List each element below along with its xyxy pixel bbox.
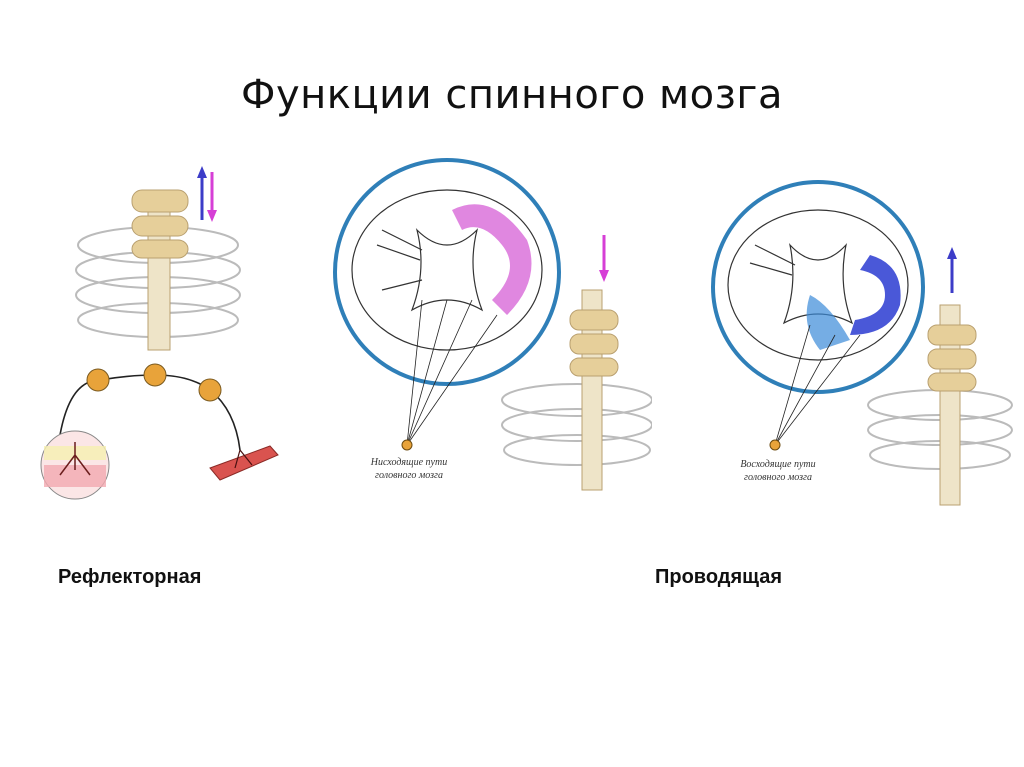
brain-origin-dot xyxy=(769,439,781,451)
descending-arrow xyxy=(599,235,609,282)
conduct-caption: Проводящая xyxy=(655,566,783,588)
descending-tract-highlight xyxy=(452,204,532,315)
convergence-lines xyxy=(406,299,498,446)
convergence-lines xyxy=(774,324,861,446)
cross-section-ring xyxy=(711,180,925,394)
ascending-tract-highlight xyxy=(850,255,901,335)
ascending-label-line1: Восходящие пути xyxy=(740,459,815,470)
ascending-tract-light xyxy=(806,295,850,350)
spinal-cross-section xyxy=(351,189,543,351)
mini-spine xyxy=(501,289,652,491)
reflex-caption: Рефлекторная xyxy=(58,566,202,588)
descending-label-line2: головного мозга xyxy=(375,470,443,481)
reflex-illustration xyxy=(40,166,279,500)
neuron-2 xyxy=(143,363,167,387)
ascending-label-line2: головного мозга xyxy=(744,472,812,483)
ascending-figure: Восходящие пути головного мозга xyxy=(700,175,1020,535)
reflex-figure xyxy=(30,150,290,510)
muscle-effector xyxy=(209,445,279,481)
brain-origin-dot xyxy=(401,439,413,451)
descending-illustration: Нисходящие пути головного мозга xyxy=(333,158,652,491)
neuron-1 xyxy=(86,368,110,392)
descending-figure: Нисходящие пути головного мозга xyxy=(322,150,652,530)
direction-arrows xyxy=(197,166,217,222)
skin-receptor xyxy=(40,430,110,500)
slide-title: Функции спинного мозга xyxy=(241,72,783,118)
neuron-3 xyxy=(198,378,222,402)
descending-label-line1: Нисходящие пути xyxy=(370,457,447,468)
mini-spine xyxy=(867,304,1013,506)
spinal-cross-section xyxy=(727,209,909,361)
ascending-illustration: Восходящие пути головного мозга xyxy=(711,180,1013,506)
ascending-arrow xyxy=(947,247,957,293)
spine-column xyxy=(131,189,189,351)
